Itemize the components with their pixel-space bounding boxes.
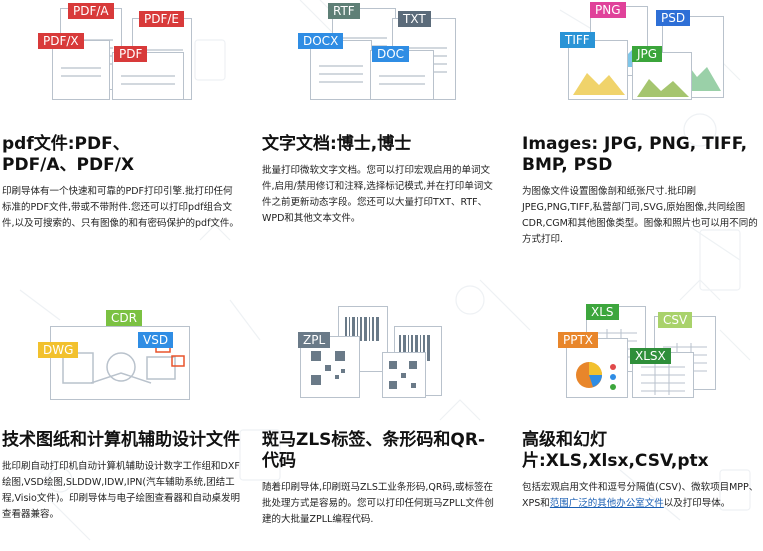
tiff-tag: TIFF — [560, 32, 595, 48]
card-zpl: ZPL 斑马ZLS标签、条形码和QR-代码 随着印刷导体,印刷斑马ZLS工业条形… — [262, 296, 507, 528]
csv-tag: CSV — [658, 312, 693, 328]
qr-document-icon — [382, 352, 426, 398]
image-files-illustration: PNG PSD TIFF JPG — [522, 0, 762, 128]
card-spreadsheets: XLS CSV PPTX XLSX 高级和幻灯片:XLS,Xlsx,CSV,pt… — [522, 296, 762, 512]
cdr-tag: CDR — [106, 310, 142, 326]
rtf-tag: RTF — [328, 3, 360, 19]
xls-tag: XLS — [586, 304, 619, 320]
card-title: 斑马ZLS标签、条形码和QR-代码 — [262, 430, 486, 471]
card-cad: CDR VSD DWG 技术图纸和计算机辅助设计文件 批印刷自动打印机自动计算机… — [2, 296, 252, 523]
other-office-files-link[interactable]: 范围广泛的其他办公室文件 — [549, 498, 664, 509]
pptx-tag: PPTX — [558, 332, 599, 348]
image-document-icon — [568, 40, 628, 100]
zpl-tag: ZPL — [298, 332, 331, 348]
card-description: 为图像文件设置图像剖和纸张尺寸.批印刷JPEG,PNG,TIFF,私营部门司,S… — [522, 186, 758, 245]
doc-tag: DOC — [372, 46, 410, 62]
desc-text: 包括宏观启用文件和逗号分隔值(CSV)、微软项目MPP、XPS和 — [522, 482, 759, 509]
pdfx-tag: PDF/X — [38, 33, 84, 49]
card-pdf: PDF/A PDF/E PDF/X PDF pdf文件:PDF、PDF/A、PD… — [2, 0, 252, 232]
card-description: 批量打印微软文字文档。您可以打印宏观启用的单词文件,启用/禁用修订和注释,选择标… — [262, 165, 493, 224]
zpl-files-illustration: ZPL — [262, 296, 507, 424]
card-description: 包括宏观启用文件和逗号分隔值(CSV)、微软项目MPP、XPS和范围广泛的其他办… — [522, 480, 762, 512]
psd-tag: PSD — [656, 10, 691, 26]
txt-tag: TXT — [398, 11, 431, 27]
dwg-tag: DWG — [38, 342, 79, 358]
xlsx-tag: XLSX — [630, 348, 671, 364]
card-images: PNG PSD TIFF JPG Images: JPG, PNG, TIFF,… — [522, 0, 762, 248]
jpg-tag: JPG — [632, 46, 663, 62]
card-title: 高级和幻灯片:XLS,Xlsx,CSV,ptx — [522, 430, 709, 471]
pdfa-tag: PDF/A — [68, 3, 114, 19]
docx-tag: DOCX — [298, 33, 344, 49]
png-tag: PNG — [590, 2, 626, 18]
card-title: 文字文档:博士,博士 — [262, 134, 412, 154]
card-word: RTF TXT DOCX DOC 文字文档:博士,博士 批量打印微软文字文档。您… — [262, 0, 507, 227]
card-title: Images: JPG, PNG, TIFF, BMP, PSD — [522, 134, 748, 175]
card-description: 批印刷自动打印机自动计算机辅助设计数字工作组和DXF绘图,VSD绘图,SLDDW… — [2, 461, 241, 520]
document-icon — [52, 40, 110, 100]
vsd-tag: VSD — [138, 332, 174, 348]
cad-files-illustration: CDR VSD DWG — [2, 296, 252, 424]
document-icon — [310, 40, 372, 100]
word-files-illustration: RTF TXT DOCX DOC — [262, 0, 507, 128]
card-title: pdf文件:PDF、PDF/A、PDF/X — [2, 134, 135, 175]
desc-text: 以及打印导体。 — [663, 498, 731, 509]
card-description: 印刷导体有一个快速和可靠的PDF打印引擎.批打印任何标准的PDF文件,带或不带附… — [2, 186, 239, 229]
spreadsheet-files-illustration: XLS CSV PPTX XLSX — [522, 296, 762, 424]
pdf-tag: PDF — [114, 46, 148, 62]
pdf-files-illustration: PDF/A PDF/E PDF/X PDF — [2, 0, 252, 128]
card-title: 技术图纸和计算机辅助设计文件 — [2, 430, 240, 450]
card-description: 随着印刷导体,印刷斑马ZLS工业条形码,QR码,或标签在批处理方式是容易的。您可… — [262, 482, 494, 525]
pdfe-tag: PDF/E — [139, 11, 185, 27]
slide-document-icon — [566, 338, 628, 398]
